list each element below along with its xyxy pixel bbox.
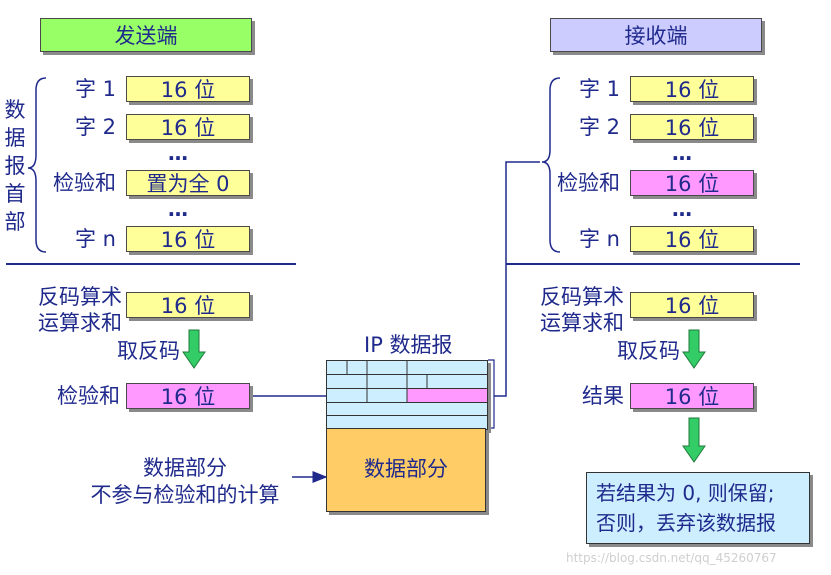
receiver-sum-label-line1: 反码算术 (512, 284, 624, 310)
receiver-decision-line1: 若结果为 0, 则保留; (596, 480, 775, 506)
receiver-title: 接收端 (550, 18, 762, 52)
receiver-down-arrow-1 (683, 330, 705, 368)
sender-down-arrow (183, 330, 205, 368)
sender-checksum-row-value: 置为全 0 (126, 170, 250, 196)
ip-data-part-label: 数据部分 (326, 456, 486, 482)
receiver-dots-1: … (622, 146, 742, 160)
receiver-decision-line2: 否则，丢弃该数据报 (596, 510, 776, 536)
sender-row-n-label: 字 n (44, 226, 116, 252)
watermark-text: https://blog.csdn.net/qq_45260767 (566, 551, 777, 565)
sender-row-1-value: 16 位 (126, 76, 250, 102)
ip-datagram-title: IP 数据报 (364, 332, 453, 358)
sender-row-1-label: 字 1 (44, 76, 116, 102)
sender-row-2-value: 16 位 (126, 114, 250, 140)
sender-title: 发送端 (40, 18, 252, 52)
sender-checksum-row-label: 检验和 (44, 170, 116, 196)
sender-complement-label: 取反码 (90, 338, 180, 364)
receiver-checksum-row-label: 检验和 (548, 170, 620, 196)
receiver-row-1-label: 字 1 (548, 76, 620, 102)
receiver-row-2-label: 字 2 (548, 114, 620, 140)
receiver-sum-value: 16 位 (630, 292, 754, 318)
sender-row-2-label: 字 2 (44, 114, 116, 140)
sender-sum-label-line1: 反码算术 (10, 284, 122, 310)
to-receiver-line (494, 162, 540, 396)
sender-header-vertical-label: 数据报首部 (4, 96, 26, 236)
receiver-down-arrow-2 (683, 418, 705, 462)
receiver-sum-label-line2: 运算求和 (512, 310, 624, 336)
receiver-result-label: 结果 (540, 383, 624, 409)
receiver-row-n-label: 字 n (548, 226, 620, 252)
ip-header-block (326, 360, 488, 430)
receiver-dots-2: … (622, 202, 742, 216)
receiver-checksum-row-value: 16 位 (630, 170, 754, 196)
receiver-result-value: 16 位 (630, 383, 754, 409)
sender-dots-1: … (118, 146, 238, 160)
ip-header-grid (327, 361, 487, 429)
sender-checksum-value: 16 位 (126, 383, 250, 409)
sender-checksum-label: 检验和 (30, 383, 120, 409)
sender-sum-label-line2: 运算求和 (10, 310, 122, 336)
data-part-note-line1: 数据部分 (80, 455, 290, 481)
receiver-complement-label: 取反码 (590, 338, 680, 364)
receiver-row-1-value: 16 位 (630, 76, 754, 102)
sender-row-n-value: 16 位 (126, 226, 250, 252)
sender-dots-2: … (118, 202, 238, 216)
receiver-row-2-value: 16 位 (630, 114, 754, 140)
data-part-note-line2: 不参与检验和的计算 (78, 482, 292, 508)
ip-header-bracket (488, 360, 494, 428)
receiver-row-n-value: 16 位 (630, 226, 754, 252)
sender-sum-value: 16 位 (126, 292, 250, 318)
